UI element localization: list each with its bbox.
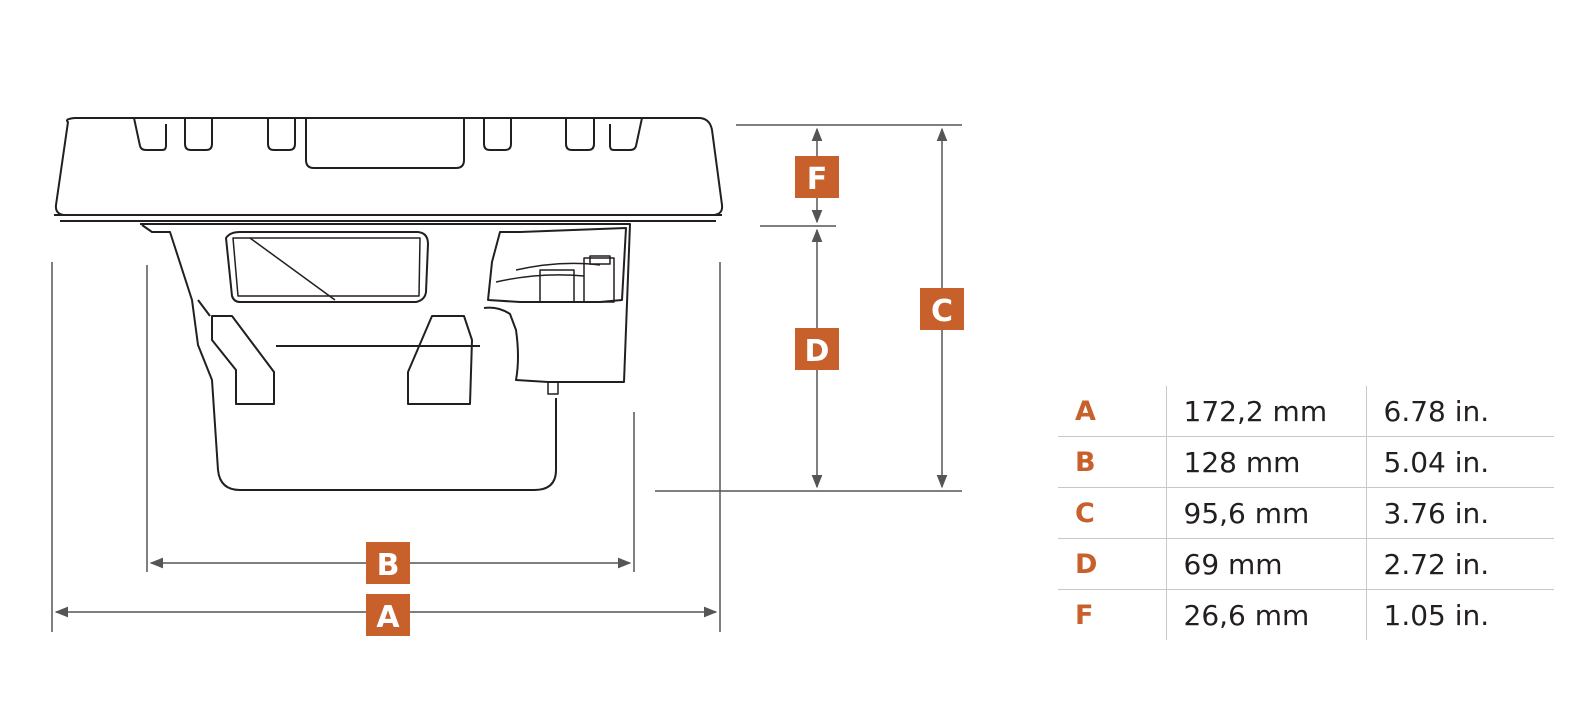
dimension-mm: 69 mm [1166, 538, 1367, 590]
dimension-mm: 26,6 mm [1166, 589, 1367, 640]
table-row: D 69 mm 2.72 in. [1058, 538, 1554, 590]
dimension-mm: 95,6 mm [1166, 487, 1367, 539]
dimension-key: F [1058, 589, 1167, 640]
badge-b-label: B [377, 548, 400, 583]
dimensions-table: A 172,2 mm 6.78 in. B 128 mm 5.04 in. C … [1058, 386, 1554, 640]
dimension-key: B [1058, 436, 1167, 488]
dimension-lines [51, 124, 962, 632]
badge-d: D [795, 328, 839, 370]
dimension-inch: 1.05 in. [1366, 589, 1554, 640]
badge-a: A [366, 594, 410, 636]
badge-f-label: F [807, 162, 828, 197]
dimension-inch: 6.78 in. [1383, 394, 1490, 428]
terminal-housing [487, 227, 627, 303]
table-row: B 128 mm 5.04 in. [1058, 436, 1554, 488]
speaker-outline [54, 117, 724, 491]
dimension-key: D [1058, 538, 1167, 590]
badge-c: C [920, 288, 964, 330]
dimension-mm: 172,2 mm [1166, 386, 1367, 437]
badge-a-label: A [376, 600, 400, 635]
badge-c-label: C [931, 294, 953, 329]
dimension-inch: 3.76 in. [1366, 487, 1554, 539]
dimension-key: A [1058, 386, 1167, 437]
dimension-inch: 5.04 in. [1366, 436, 1554, 488]
table-row: F 26,6 mm 1.05 in. [1058, 589, 1554, 640]
table-row: C 95,6 mm 3.76 in. [1058, 487, 1554, 539]
dimension-inch: 2.72 in. [1366, 538, 1554, 590]
table-row: A 172,2 mm 6.78 in. [1058, 386, 1554, 437]
speaker-basket [141, 224, 557, 491]
badge-b: B [366, 542, 410, 584]
badge-f: F [795, 156, 839, 198]
dimension-mm: 128 mm [1166, 436, 1367, 488]
speaker-grille [54, 117, 724, 216]
dimension-key: C [1058, 487, 1167, 539]
badge-d-label: D [805, 334, 830, 369]
